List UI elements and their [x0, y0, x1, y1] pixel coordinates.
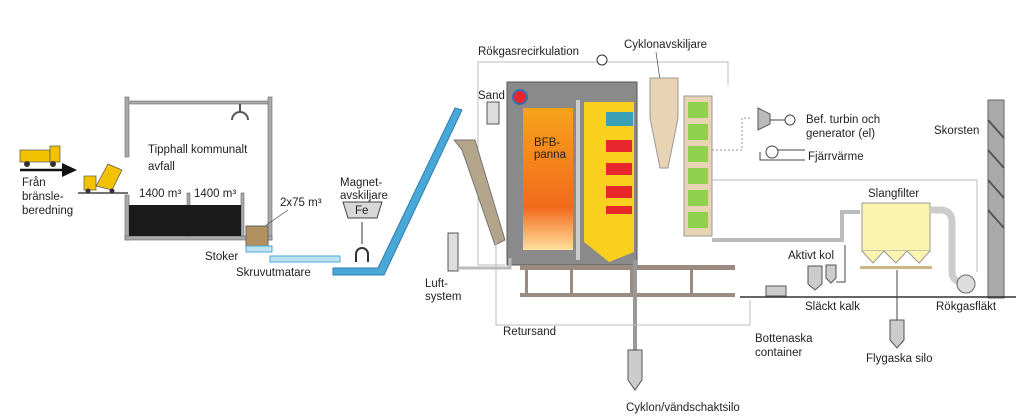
- label-bfb: BFB-: [534, 137, 560, 149]
- label-panna: panna: [534, 149, 567, 161]
- label-sand: Sand: [478, 90, 505, 102]
- fuel-chute: [452, 139, 506, 246]
- label-rokgasflakt: Rökgasfläkt: [936, 301, 997, 313]
- label-fjarrvarme: Fjärrvärme: [808, 151, 864, 163]
- chimney: [987, 99, 1005, 299]
- label-magnet: Magnet-: [340, 177, 382, 189]
- cyclone: [649, 77, 679, 169]
- label-stoker: Stoker: [205, 251, 238, 263]
- label-fe: Fe: [355, 205, 368, 217]
- lime-silo: [807, 265, 823, 291]
- generator-icon: [784, 114, 796, 126]
- turbine-icon: [757, 107, 771, 131]
- screw-feeder: [269, 255, 341, 263]
- stoker: [245, 245, 273, 253]
- superheater-3: [606, 186, 632, 198]
- cyclone-silo: [627, 349, 643, 391]
- damper-icon: [596, 54, 608, 66]
- label-container: container: [755, 347, 802, 359]
- fly-ash-silo: [889, 319, 905, 349]
- heat-exchanger-icon: [765, 145, 779, 159]
- label-rokgasrecirkulation: Rökgasrecirkulation: [478, 46, 579, 58]
- bottom-ash-container: [765, 285, 787, 297]
- label-slangfilter: Slangfilter: [868, 188, 919, 200]
- label-luft: Luft-: [425, 278, 448, 290]
- label-avfall: avfall: [148, 161, 175, 173]
- carbon-silo: [825, 264, 837, 284]
- magnet-icon: [355, 247, 369, 262]
- label-hopper: 2x75 m³: [280, 197, 322, 209]
- boiler-platform: [520, 265, 735, 270]
- label-skorsten: Skorsten: [934, 125, 979, 137]
- air-fan: [447, 232, 459, 272]
- waste-pile: [129, 205, 241, 236]
- label-pit-1: 1400 m³: [139, 188, 181, 200]
- bag-filter: [861, 202, 931, 252]
- label-avskiljare: avskiljare: [340, 190, 388, 202]
- furnace: [523, 108, 573, 250]
- label-pit-2: 1400 m³: [194, 188, 236, 200]
- label-slacktkalk: Släckt kalk: [805, 301, 860, 313]
- steam-drum: [512, 89, 528, 105]
- dump-truck-icon: [78, 163, 128, 194]
- arrow-icon: [20, 163, 77, 177]
- label-fran: Från: [22, 177, 46, 189]
- feed-hopper: [245, 225, 269, 247]
- flue-gas-duct: [712, 210, 860, 242]
- label-beredning: beredning: [22, 205, 73, 217]
- label-cyklonavskiljare: Cyklonavskiljare: [624, 39, 707, 51]
- flue-gas-fan: [956, 274, 976, 294]
- tipphall-building: [124, 96, 273, 241]
- sand-silo: [486, 101, 500, 125]
- superheater-2: [606, 163, 632, 175]
- magnet-separator: [342, 201, 383, 219]
- label-skruvutmatare: Skruvutmatare: [236, 267, 311, 279]
- crane-grab-icon: [231, 104, 249, 121]
- filter-outlet-duct: [930, 206, 965, 286]
- label-bransle: bränsle-: [22, 191, 64, 203]
- label-bottenaska: Bottenaska: [755, 333, 813, 345]
- return-sand-line: [495, 240, 751, 326]
- label-turbin: Bef. turbin och: [806, 114, 880, 126]
- economizer-green: [688, 102, 708, 228]
- economizer-blue: [606, 112, 633, 126]
- superheater-4: [606, 206, 632, 214]
- label-generator: generator (el): [806, 128, 875, 140]
- belt-conveyor: [332, 107, 463, 276]
- label-cyklonsilo: Cyklon/vändschaktsilo: [626, 402, 740, 414]
- label-tipphall: Tipphall kommunalt: [148, 144, 248, 156]
- truck-icon: [19, 145, 61, 167]
- label-aktivtkol: Aktivt kol: [788, 250, 834, 262]
- label-flygaska: Flygaska silo: [866, 353, 932, 365]
- superheater-1: [606, 140, 632, 152]
- label-retursand: Retursand: [503, 326, 556, 338]
- label-system: system: [425, 291, 461, 303]
